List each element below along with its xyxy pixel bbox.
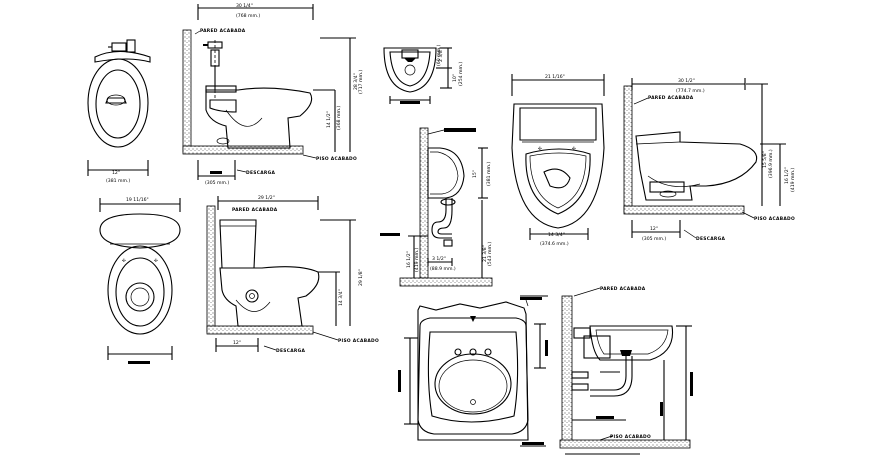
plan-dim-12: 12" xyxy=(112,170,120,176)
dim-wall-h1: 15 5/8" xyxy=(762,151,768,168)
dim-urinal-16-mm: (419 mm.) xyxy=(414,248,420,272)
dim-small-urinal-h: 2 3/8" xyxy=(438,48,444,62)
dim-wall-top-mm: (774.7 mm.) xyxy=(676,88,705,94)
dim-urinal-15: 15" xyxy=(472,170,478,178)
toilet-valve-elevation: 30 1/4" (768 mm.) PARED ACABADA 28 3/4" … xyxy=(182,3,364,186)
dim-bowl-width: 19 11/16" xyxy=(126,197,149,203)
label-piso-acabado-1: PISO ACABADO xyxy=(316,156,357,162)
dim-h-28: 28 3/4" xyxy=(353,73,359,90)
dim-front-bottom-mm: (374.6 mm.) xyxy=(540,241,569,247)
urinal-side-elevation: 15" (381 mm.) 21 3/8" (543 mm.) 16 1/2" … xyxy=(380,127,493,287)
dim-wall-rough-mm: (305 mm.) xyxy=(642,236,666,242)
svg-text:✣: ✣ xyxy=(122,258,126,264)
label-piso-acabado-3: PISO ACABADO xyxy=(754,216,795,222)
dim-wall-rough: 12" xyxy=(650,226,658,232)
label-descarga-1: DESCARGA xyxy=(246,170,276,176)
tank-toilet-plan: 19 11/16" ✣ ✣ xyxy=(99,197,181,364)
lavatory-plan xyxy=(398,295,548,447)
dim-tank2-rim: 14 3/4" xyxy=(338,289,344,306)
dim-wall-h1-mm: (396.9 mm.) xyxy=(768,149,774,178)
plan-dim-381: (381 mm.) xyxy=(106,178,130,184)
dim-wall-h2-mm: (419 mm.) xyxy=(790,168,796,192)
label-pared-acabada-3: PARED ACABADA xyxy=(648,95,694,101)
dim-urinal-15-mm: (381 mm.) xyxy=(486,162,492,186)
svg-text:✣: ✣ xyxy=(572,146,576,152)
dim-top-30-mm: (768 mm.) xyxy=(236,13,260,19)
lavatory-side-elevation: PARED ACABADA PISO ACABADO xyxy=(559,286,693,455)
label-pared-acabada-2: PARED ACABADA xyxy=(232,207,278,213)
dim-urinal-3: 3 1/2" xyxy=(432,256,446,262)
toilet-plan-view: 12" (381 mm.) xyxy=(87,39,151,184)
dim-tank2-rough: 12" xyxy=(233,340,241,346)
dim-small-urinal-h2-mm: (254 mm.) xyxy=(458,62,464,86)
small-urinal-plan: 2 3/8" (60 mm.) 10" (254 mm.) xyxy=(383,44,464,104)
urinal-front-elevation: 21 1/16" ✣ ✣ 14 3/4" (374.6 mm.) xyxy=(511,74,605,247)
dim-tank2-height: 29 1/8" xyxy=(358,269,364,286)
dim-front-bottom: 14 3/4" xyxy=(548,232,565,238)
tank-toilet-elevation: 29 1/2" PARED ACABADA 29 1/8" 14 3/4" PI… xyxy=(206,195,379,354)
dim-urinal-16: 16 1/2" xyxy=(406,251,412,268)
dim-h-14: 14 1/2" xyxy=(326,111,332,128)
dim-tank2-width: 29 1/2" xyxy=(258,195,275,201)
label-descarga-2: DESCARGA xyxy=(276,348,306,354)
dim-urinal-21: 21 3/8" xyxy=(482,245,488,262)
label-descarga-3: DESCARGA xyxy=(696,236,726,242)
svg-text:✣: ✣ xyxy=(538,146,542,152)
label-piso-acabado-2: PISO ACABADO xyxy=(338,338,379,344)
dim-rough-305: (305 mm.) xyxy=(205,180,229,186)
wallhung-elevation: 30 1/2" (774.7 mm.) PARED ACABADA 15 5/8… xyxy=(623,78,796,242)
dim-wall-top: 30 1/2" xyxy=(678,78,695,84)
svg-text:✣: ✣ xyxy=(154,258,158,264)
label-pared-acabada-1: PARED ACABADA xyxy=(200,28,246,34)
dim-top-30: 30 1/4" xyxy=(236,3,253,9)
dim-urinal-3-mm: (88.9 mm.) xyxy=(430,266,456,272)
dim-small-urinal-h2: 10" xyxy=(452,74,458,82)
dim-urinal-21-mm: (543 mm.) xyxy=(487,242,493,266)
dim-small-urinal-h-mm: (60 mm.) xyxy=(436,44,442,66)
label-pared-acabada-4: PARED ACABADA xyxy=(600,286,646,292)
dim-wall-h2: 16 1/2" xyxy=(784,167,790,184)
dim-h-14-mm: (368 mm.) xyxy=(336,106,342,130)
dim-front-width: 21 1/16" xyxy=(545,74,565,80)
dim-h-28-mm: (717 mm.) xyxy=(358,70,364,94)
label-piso-acabado-4: PISO ACABADO xyxy=(610,434,651,440)
